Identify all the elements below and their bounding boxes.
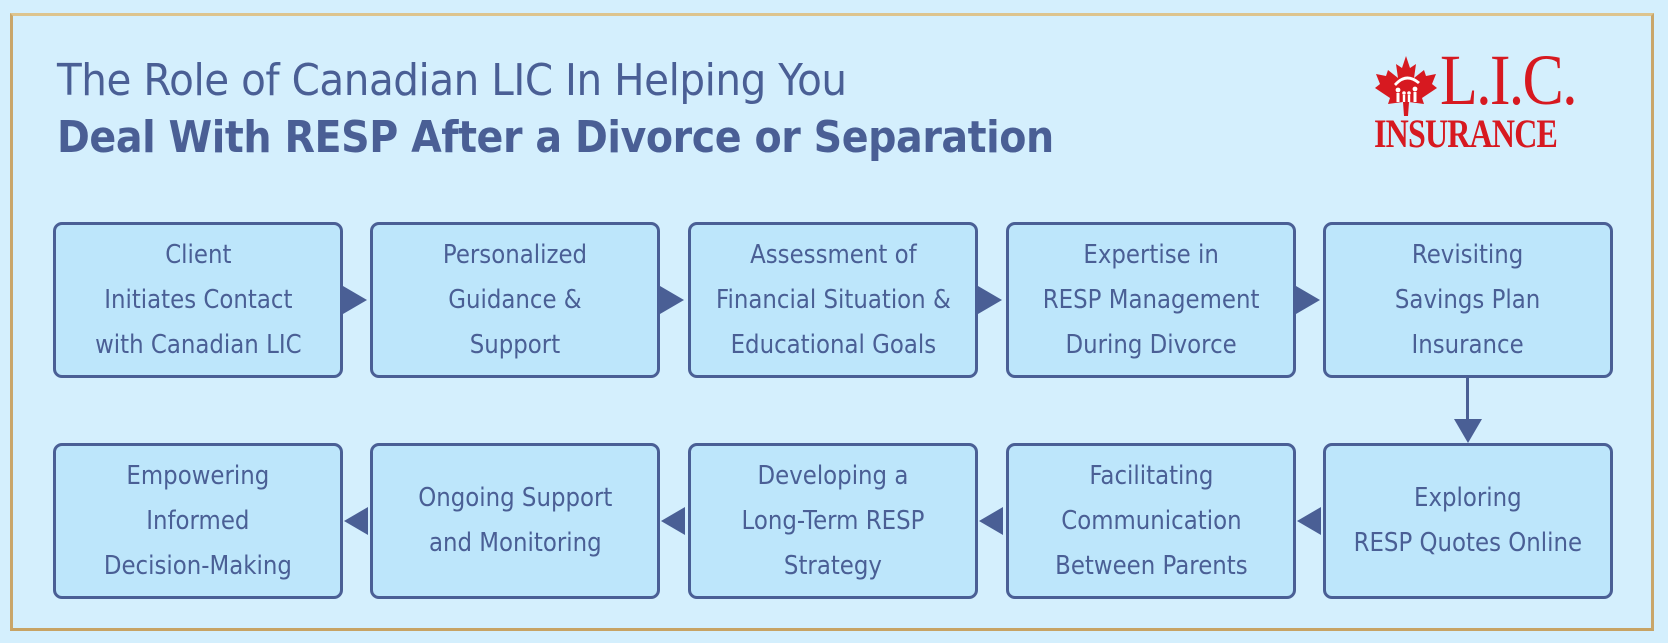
arrow-right-icon <box>343 286 367 314</box>
flow-step-exploring-quotes: Exploring RESP Quotes Online <box>1323 443 1613 599</box>
connector-line <box>1466 378 1469 420</box>
arrow-right-icon <box>978 286 1002 314</box>
flow-step-expertise: Expertise in RESP Management During Divo… <box>1006 222 1296 378</box>
arrow-down-icon <box>1454 419 1482 443</box>
maple-leaf-family-icon <box>1375 56 1437 116</box>
arrow-right-icon <box>1296 286 1320 314</box>
title-line-2: Deal With RESP After a Divorce or Separa… <box>57 112 1054 163</box>
arrow-left-icon <box>661 507 685 535</box>
flow-step-label: Facilitating Communication Between Paren… <box>1054 460 1248 581</box>
flow-step-label: Exploring RESP Quotes Online <box>1353 483 1583 558</box>
decorative-frame <box>10 13 1654 631</box>
lic-insurance-logo: L.I.C. INSURANCE <box>1374 44 1614 156</box>
logo-wordmark: INSURANCE <box>1374 111 1558 156</box>
page-title: The Role of Canadian LIC In Helping You … <box>57 54 1165 168</box>
arrow-left-icon <box>979 507 1003 535</box>
flow-step-ongoing-support: Ongoing Support and Monitoring <box>370 443 660 599</box>
flow-step-long-term-strategy: Developing a Long-Term RESP Strategy <box>688 443 978 599</box>
arrow-left-icon <box>1297 507 1321 535</box>
flow-step-label: Client Initiates Contact with Canadian L… <box>94 239 302 360</box>
flow-step-label: Personalized Guidance & Support <box>442 239 588 360</box>
flow-step-assessment: Assessment of Financial Situation & Educ… <box>688 222 978 378</box>
arrow-right-icon <box>660 286 684 314</box>
flow-step-label: Empowering Informed Decision-Making <box>103 460 293 581</box>
flow-step-label: Expertise in RESP Management During Divo… <box>1042 239 1260 360</box>
flow-step-personalized-guidance: Personalized Guidance & Support <box>370 222 660 378</box>
arrow-left-icon <box>344 507 368 535</box>
title-line-1: The Role of Canadian LIC In Helping You <box>57 55 847 106</box>
flow-step-empowering-decision: Empowering Informed Decision-Making <box>53 443 343 599</box>
flow-step-revisiting-savings: Revisiting Savings Plan Insurance <box>1323 222 1613 378</box>
logo-mark: L.I.C. <box>1440 40 1578 120</box>
flow-step-label: Developing a Long-Term RESP Strategy <box>741 460 925 581</box>
flow-step-client-initiates-contact: Client Initiates Contact with Canadian L… <box>53 222 343 378</box>
flow-step-label: Revisiting Savings Plan Insurance <box>1395 239 1541 360</box>
flow-step-label: Assessment of Financial Situation & Educ… <box>715 239 951 360</box>
flow-step-label: Ongoing Support and Monitoring <box>417 483 613 558</box>
flow-step-facilitating-communication: Facilitating Communication Between Paren… <box>1006 443 1296 599</box>
